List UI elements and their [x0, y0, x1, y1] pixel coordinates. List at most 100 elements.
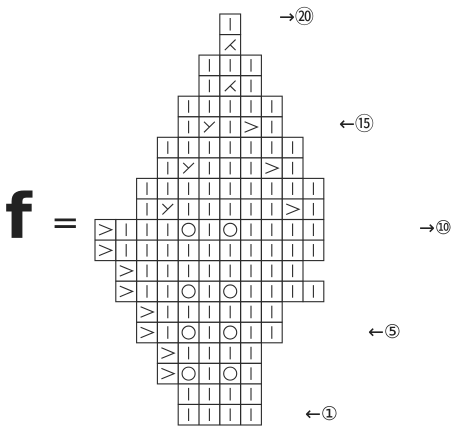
- stitch-cell-knit: [198, 136, 221, 159]
- chart-row-15: [177, 116, 283, 138]
- stitch-cell-knit: [302, 198, 325, 221]
- chart-symbol-f: f: [5, 180, 32, 253]
- stitch-cell-knit: [198, 321, 221, 344]
- stitch-cell-knit: [219, 177, 242, 200]
- stitch-cell-knit: [281, 260, 304, 282]
- stitch-cell-yarn-over: [219, 362, 242, 385]
- stitch-cell-knit: [240, 54, 262, 77]
- stitch-cell-yarn-over: [177, 280, 200, 303]
- stitch-cell-knit: [281, 280, 304, 303]
- stitch-cell-knit: [219, 54, 242, 77]
- stitch-cell-knit: [302, 239, 325, 262]
- stitch-cell-yarn-over: [177, 321, 200, 344]
- stitch-cell-sideways-decrease: [136, 301, 158, 323]
- stitch-cell-knit: [219, 403, 242, 426]
- stitch-cell-knit: [240, 301, 262, 323]
- chart-row-8: [115, 260, 304, 282]
- stitch-cell-knit: [198, 301, 221, 323]
- stitch-cell-knit: [240, 383, 262, 405]
- stitch-cell-yarn-over: [219, 280, 242, 303]
- stitch-cell-knit: [136, 198, 158, 221]
- stitch-cell-knit: [219, 301, 242, 323]
- chart-row-7: [115, 280, 325, 303]
- stitch-cell-knit: [156, 260, 179, 282]
- stitch-cell-knit: [136, 239, 158, 262]
- stitch-cell-knit: [219, 13, 242, 36]
- stitch-cell-knit: [156, 157, 179, 179]
- stitch-cell-knit: [156, 239, 179, 262]
- stitch-cell-sideways-decrease: [156, 342, 179, 364]
- stitch-cell-knit: [115, 239, 138, 262]
- stitch-cell-knit: [177, 95, 200, 118]
- stitch-cell-knit: [198, 198, 221, 221]
- row-label-1: ←①: [305, 403, 338, 425]
- stitch-cell-knit: [260, 198, 283, 221]
- chart-row-12: [136, 177, 325, 200]
- stitch-cell-yarn-over: [219, 321, 242, 344]
- stitch-cell-sideways-decrease: [260, 157, 283, 179]
- stitch-cell-knit: [219, 95, 242, 118]
- stitch-cell-knit: [177, 403, 200, 426]
- stitch-cell-knit: [240, 342, 262, 364]
- stitch-cell-knit: [240, 198, 262, 221]
- stitch-cell-knit: [219, 136, 242, 159]
- stitch-cell-knit: [260, 218, 283, 241]
- stitch-cell-knit: [198, 239, 221, 262]
- stitch-cell-knit: [302, 280, 325, 303]
- stitch-cell-knit: [136, 260, 158, 282]
- chart-row-5: [136, 321, 283, 344]
- stitch-cell-yarn-over: [219, 218, 242, 241]
- stitch-cell-knit: [260, 116, 283, 138]
- stitch-cell-knit: [240, 157, 262, 179]
- stitch-cell-knit: [177, 301, 200, 323]
- chart-row-11: [136, 198, 325, 221]
- chart-row-19: [219, 33, 242, 56]
- stitch-cell-knit: [240, 95, 262, 118]
- stitch-cell-left-leaning-decrease: [198, 116, 221, 138]
- stitch-cell-knit: [240, 136, 262, 159]
- stitch-cell-knit: [240, 321, 262, 344]
- stitch-cell-knit: [177, 239, 200, 262]
- stitch-cell-knit: [198, 383, 221, 405]
- stitch-cell-knit: [198, 54, 221, 77]
- chart-row-17: [198, 75, 262, 97]
- chart-row-16: [177, 95, 283, 118]
- stitch-cell-knit: [177, 177, 200, 200]
- stitch-cell-knit: [240, 260, 262, 282]
- chart-row-1: [177, 403, 262, 426]
- stitch-cell-knit: [198, 177, 221, 200]
- stitch-cell-knit: [240, 75, 262, 97]
- stitch-cell-knit: [136, 177, 158, 200]
- stitch-cell-knit: [156, 218, 179, 241]
- stitch-cell-knit: [177, 198, 200, 221]
- stitch-cell-left-leaning-decrease: [177, 157, 200, 179]
- stitch-cell-right-leaning-decrease: [219, 33, 242, 56]
- stitch-cell-knit: [219, 260, 242, 282]
- stitch-cell-knit: [260, 177, 283, 200]
- stitch-cell-right-leaning-decrease: [219, 75, 242, 97]
- stitch-cell-knit: [156, 136, 179, 159]
- chart-row-3: [156, 362, 262, 385]
- stitch-cell-knit: [115, 218, 138, 241]
- stitch-cell-knit: [136, 280, 158, 303]
- stitch-cell-yarn-over: [177, 218, 200, 241]
- equals-sign: =: [51, 203, 80, 243]
- stitch-cell-knit: [240, 403, 262, 426]
- stitch-cell-knit: [198, 95, 221, 118]
- stitch-cell-knit: [198, 218, 221, 241]
- stitch-cell-knit: [281, 177, 304, 200]
- chart-row-10: [94, 218, 325, 241]
- stitch-cell-knit: [219, 342, 242, 364]
- stitch-cell-knit: [219, 198, 242, 221]
- stitch-cell-knit: [219, 157, 242, 179]
- stitch-cell-knit: [198, 403, 221, 426]
- stitch-cell-knit: [177, 342, 200, 364]
- stitch-cell-knit: [177, 136, 200, 159]
- stitch-cell-sideways-decrease: [240, 116, 262, 138]
- chart-row-20: [219, 13, 242, 36]
- stitch-cell-knit: [302, 218, 325, 241]
- stitch-cell-knit: [219, 383, 242, 405]
- stitch-cell-knit: [177, 383, 200, 405]
- stitch-cell-knit: [198, 342, 221, 364]
